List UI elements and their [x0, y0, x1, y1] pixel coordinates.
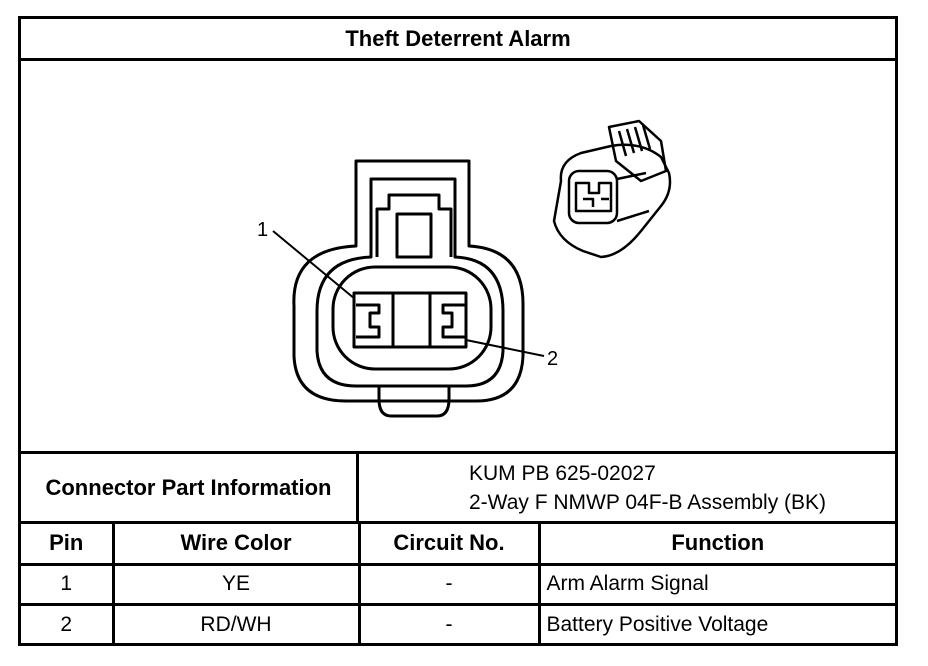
- function-cell: Battery Positive Voltage: [537, 602, 895, 644]
- table-row: 2 RD/WH - Battery Positive Voltage: [21, 602, 895, 644]
- callout-2-label: 2: [547, 348, 558, 370]
- part-description-line: 2-Way F NMWP 04F-B Assembly (BK): [469, 490, 827, 514]
- connector-latch-key: [395, 212, 433, 259]
- connector-latch: [375, 193, 453, 257]
- connector-sheet: Theft Deterrent Alarm: [18, 16, 898, 646]
- callout-1-leader: [272, 230, 356, 300]
- connector-diagram: 1 2: [257, 119, 672, 418]
- circuit-cell: -: [357, 602, 541, 644]
- pin-1-cavity: [356, 303, 381, 339]
- connector-part-info-label: Connector Part Information: [21, 454, 359, 521]
- callout-1-label: 1: [257, 219, 268, 241]
- pin-2-cavity: [441, 303, 466, 339]
- function-cell: Arm Alarm Signal: [537, 562, 895, 606]
- table-row: 1 YE - Arm Alarm Signal: [21, 562, 895, 606]
- header-pin: Pin: [21, 524, 115, 566]
- pin-table-header: Pin Wire Color Circuit No. Function: [21, 524, 895, 566]
- header-function: Function: [537, 524, 895, 566]
- pin-table: Pin Wire Color Circuit No. Function 1 YE…: [21, 524, 895, 644]
- part-number-line: KUM PB 625-02027: [469, 461, 656, 485]
- connector-inner-shell: [315, 177, 505, 388]
- pin-cell: 1: [21, 562, 115, 606]
- wire-color-cell: YE: [111, 562, 361, 606]
- header-circuit-no: Circuit No.: [357, 524, 541, 566]
- connector-3d-view: [552, 119, 672, 259]
- connector-cavity: [331, 265, 493, 371]
- connector-part-info-value: KUM PB 625-02027 2-Way F NMWP 04F-B Asse…: [359, 454, 895, 521]
- connector-part-info-row: Connector Part Information KUM PB 625-02…: [21, 454, 895, 524]
- header-wire-color: Wire Color: [111, 524, 361, 566]
- sheet-title: Theft Deterrent Alarm: [21, 19, 895, 61]
- connector-figure: 1 2: [21, 61, 895, 454]
- circuit-cell: -: [357, 562, 541, 606]
- wire-color-cell: RD/WH: [111, 602, 361, 644]
- pin-cell: 2: [21, 602, 115, 644]
- connector-bottom-key: [377, 386, 451, 418]
- connector-outer-shell: [292, 159, 525, 403]
- callout-2-leader: [465, 339, 545, 357]
